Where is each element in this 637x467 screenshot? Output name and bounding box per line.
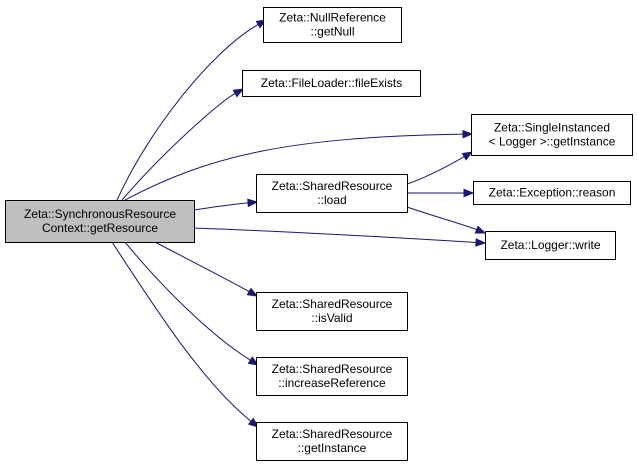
node-box <box>256 174 408 213</box>
node-root[interactable]: Zeta::SynchronousResourceContext::getRes… <box>5 200 195 243</box>
edge-root-to-null <box>116 19 268 201</box>
edge-line <box>124 241 251 361</box>
edge-line <box>154 241 250 293</box>
node-label-line: ::getInstance <box>298 441 367 455</box>
node-label-line: Zeta::Exception::reason <box>489 186 616 200</box>
node-label-line: ::increaseReference <box>278 376 386 390</box>
node-box <box>242 70 421 97</box>
node-label-line: Context::getResource <box>42 221 158 235</box>
arrowhead-icon <box>461 151 474 161</box>
arrowhead-icon <box>247 198 259 208</box>
node-box <box>256 422 408 461</box>
edge-root-to-isvalid <box>154 241 259 297</box>
node-isvalid[interactable]: Zeta::SharedResource::isValid <box>256 292 408 331</box>
node-label-line: < Logger >::getInstance <box>489 135 616 149</box>
edge-line <box>406 206 477 231</box>
node-box <box>471 114 633 156</box>
node-label-line: ::load <box>317 193 346 207</box>
node-box <box>263 7 402 43</box>
arrowhead-icon <box>246 287 259 297</box>
node-reason[interactable]: Zeta::Exception::reason <box>473 181 631 205</box>
edge-line <box>116 24 259 201</box>
edge-root-to-write <box>193 227 487 247</box>
node-label-line: Zeta::SynchronousResource <box>24 207 176 221</box>
arrowhead-icon <box>247 417 260 428</box>
node-label-line: Zeta::SharedResource <box>272 179 393 193</box>
nodes-layer: Zeta::SynchronousResourceContext::getRes… <box>5 7 633 461</box>
node-label-line: ::getNull <box>310 25 354 39</box>
node-fileexists[interactable]: Zeta::FileLoader::fileExists <box>242 70 421 97</box>
edge-line <box>193 202 249 211</box>
arrowhead-icon <box>475 238 487 247</box>
arrowhead-icon <box>474 225 487 234</box>
edge-line <box>124 133 464 201</box>
node-label-line: Zeta::SingleInstanced <box>494 121 610 135</box>
edge-line <box>406 156 465 185</box>
node-load[interactable]: Zeta::SharedResource::load <box>256 174 408 213</box>
node-getinstance[interactable]: Zeta::SharedResource::getInstance <box>256 422 408 461</box>
node-singleton[interactable]: Zeta::SingleInstanced< Logger >::getInst… <box>471 114 633 156</box>
node-label-line: Zeta::SharedResource <box>272 297 393 311</box>
node-box <box>5 200 195 243</box>
arrowhead-icon <box>462 129 474 139</box>
edge-line <box>111 241 252 422</box>
edge-line <box>193 227 477 243</box>
arrowhead-icon <box>232 88 245 98</box>
node-label-line: Zeta::SharedResource <box>272 362 393 376</box>
node-box <box>256 357 408 396</box>
node-label-line: Zeta::NullReference <box>279 11 386 25</box>
edge-line <box>121 92 236 201</box>
edge-load-to-reason <box>407 188 475 198</box>
node-box <box>485 231 616 260</box>
edge-root-to-getinstance <box>111 241 260 428</box>
node-write[interactable]: Zeta::Logger::write <box>485 231 616 260</box>
arrowhead-icon <box>463 188 475 198</box>
edges-layer <box>111 19 487 428</box>
node-increase[interactable]: Zeta::SharedResource::increaseReference <box>256 357 408 396</box>
node-label-line: ::isValid <box>311 311 352 325</box>
edge-load-to-singleton <box>406 151 474 185</box>
edge-root-to-load <box>193 198 259 211</box>
node-label-line: Zeta::FileLoader::fileExists <box>261 76 402 90</box>
edge-root-to-singleton <box>124 129 474 201</box>
node-box <box>256 292 408 331</box>
node-label-line: Zeta::SharedResource <box>272 427 393 441</box>
edge-load-to-write <box>406 206 487 234</box>
node-label-line: Zeta::Logger::write <box>500 238 600 252</box>
node-box <box>473 181 631 205</box>
node-null[interactable]: Zeta::NullReference::getNull <box>263 7 402 43</box>
arrowhead-icon <box>247 356 260 366</box>
edge-root-to-increase <box>124 241 260 366</box>
edge-root-to-fileexists <box>121 88 245 201</box>
